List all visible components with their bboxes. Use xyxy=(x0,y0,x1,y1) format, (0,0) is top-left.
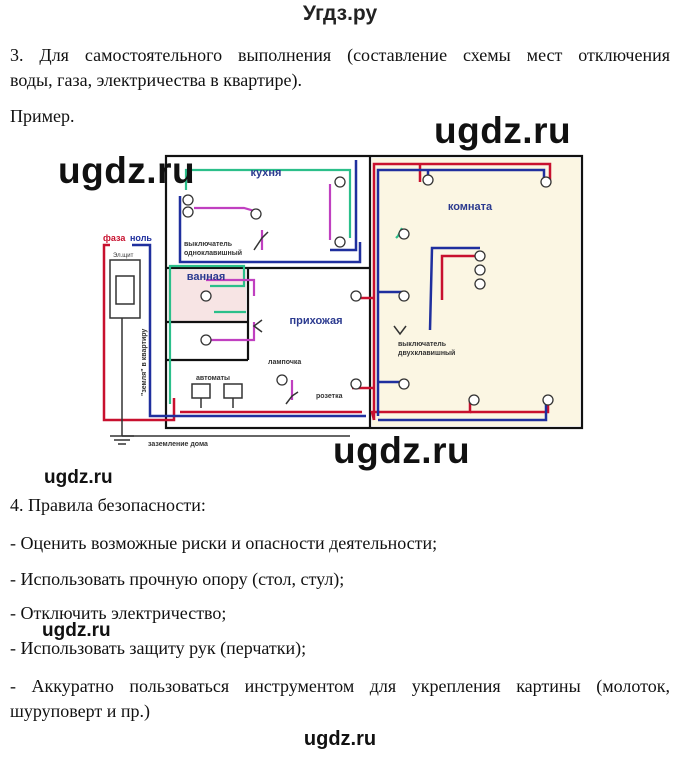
switch-icons xyxy=(252,231,407,405)
room-label-toilet: туалет xyxy=(188,345,225,357)
watermark-top-right: ugdz.ru xyxy=(434,110,572,151)
safety-rule-1: - Оценить возможные риски и опасности де… xyxy=(10,533,438,553)
watermark-middle: ugdz.ru xyxy=(333,430,471,471)
watermark-footer: ugdz.ru xyxy=(303,728,377,750)
section4-title: 4. Правила безопасности: xyxy=(10,495,206,515)
house-ground-label: заземление дома xyxy=(148,441,208,448)
panel-label: Эл.щит xyxy=(113,253,134,259)
lamp-icons xyxy=(182,174,554,406)
apartment-wiring-diagram: кухня комната ванная прихожая туалет фаз… xyxy=(102,154,584,448)
breakers-label: автоматы xyxy=(196,375,230,382)
example-label: Пример. xyxy=(10,106,75,126)
circuit-breakers xyxy=(191,383,243,408)
neutral-wires xyxy=(132,160,548,422)
safety-rule-5-line2: шуруповерт и пр.) xyxy=(10,701,151,721)
neutral-label: ноль xyxy=(130,233,152,243)
phase-wires xyxy=(102,162,552,422)
site-title: Угдз.ру xyxy=(302,2,378,25)
safety-rule-2: - Использовать прочную опору (стол, стул… xyxy=(10,569,345,589)
phase-label: фаза xyxy=(103,233,126,243)
socket-label: розетка xyxy=(316,393,343,400)
lamp-label: лампочка xyxy=(268,359,301,366)
room-label-hallway: прихожая xyxy=(289,315,342,327)
electrical-panel xyxy=(109,259,350,445)
ground-in-apartment-label: "земля" в квартиру xyxy=(141,329,148,396)
watermark-top-left: ugdz.ru xyxy=(58,150,196,191)
safety-rule-3: - Отключить электричество; xyxy=(10,603,227,623)
switch-single-label-1: выключатель xyxy=(184,241,233,248)
safety-rule-5-line1: - Аккуратно пользоваться инструментом дл… xyxy=(10,676,670,696)
ground-wires xyxy=(168,168,403,404)
watermark-mid-left: ugdz.ru xyxy=(42,620,111,641)
room-label-kitchen: кухня xyxy=(251,167,282,179)
room-label-bathroom: ванная xyxy=(187,271,226,283)
section3-line1: 3. Для самостоятельного выполнения (сост… xyxy=(10,45,670,65)
walls xyxy=(164,154,584,430)
switch-single-label-2: одноклавишный xyxy=(184,249,242,257)
room-label-room: комната xyxy=(448,201,493,213)
switch-double-label-1: выключатель xyxy=(398,341,447,348)
switch-double-label-2: двухклавишный xyxy=(398,349,455,357)
watermark-small-left: ugdz.ru xyxy=(44,467,113,488)
section3-line2: воды, газа, электричества в квартире). xyxy=(10,70,303,90)
safety-rule-4: - Использовать защиту рук (перчатки); xyxy=(10,638,307,658)
